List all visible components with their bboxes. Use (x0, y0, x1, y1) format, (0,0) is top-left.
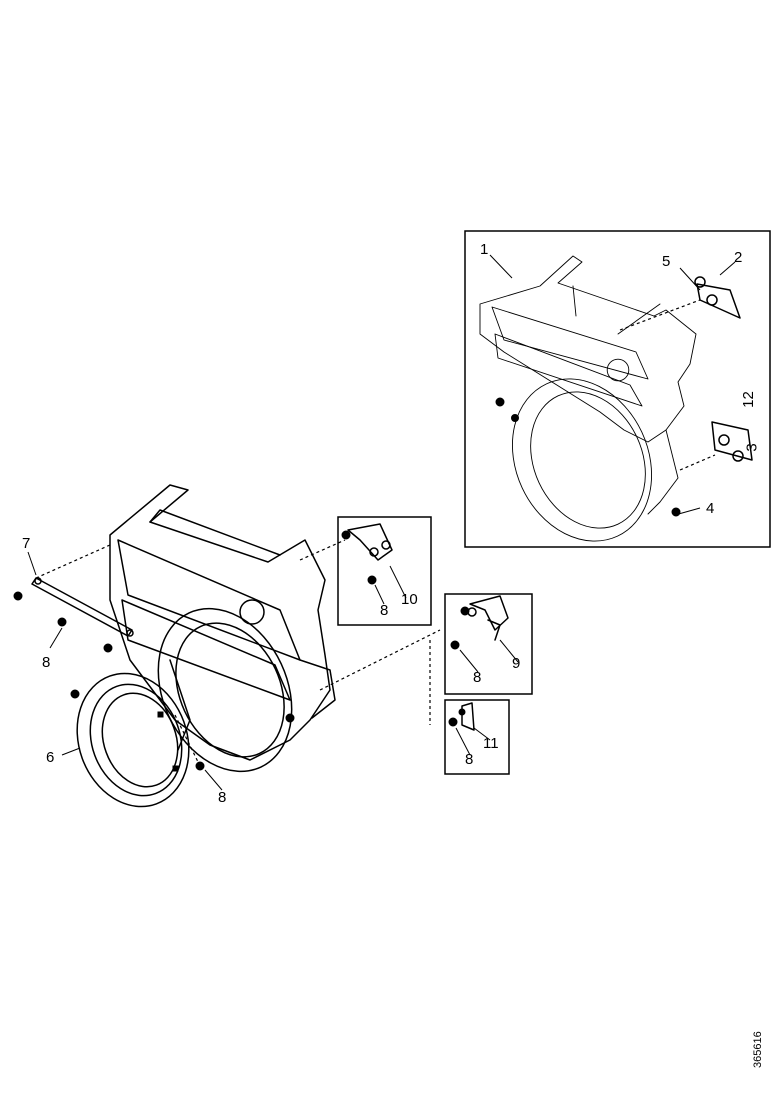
leader-10 (389, 565, 407, 599)
label-part-11: 11 (483, 735, 499, 752)
leader-6 (61, 747, 81, 756)
screw (103, 643, 113, 653)
dashed-line (319, 629, 441, 691)
leader-8a (49, 627, 63, 649)
inset-leader-1 (489, 254, 513, 279)
part-6-ring (76, 672, 190, 808)
leader-8d (459, 649, 479, 673)
label-part-8: 8 (218, 789, 227, 806)
screw (70, 689, 80, 699)
detail-box-9 (444, 593, 533, 695)
screw (285, 713, 295, 723)
label-part-2: 2 (734, 249, 743, 266)
inset-leader-2 (719, 261, 736, 276)
inset-frame (464, 230, 771, 548)
screw (57, 617, 67, 627)
label-part-6: 6 (46, 749, 55, 766)
document-number: 365616 (752, 1031, 764, 1068)
label-part-12: 12 (739, 391, 757, 408)
inset-shroud (479, 255, 697, 542)
inset-dashed-upper (619, 299, 701, 331)
main-shroud (109, 484, 336, 773)
label-part-8: 8 (465, 751, 474, 768)
label-part-1: 1 (480, 241, 489, 258)
label-part-7: 7 (22, 535, 31, 552)
screw (13, 591, 23, 601)
label-part-8: 8 (380, 602, 389, 619)
leader-8c (374, 584, 385, 605)
detail-box-11 (444, 699, 510, 775)
bracket-11 (448, 702, 475, 731)
label-part-3: 3 (743, 443, 761, 452)
leader-9 (499, 639, 519, 663)
leader-8b (204, 769, 223, 791)
label-part-8: 8 (42, 654, 51, 671)
dashed-line (299, 539, 346, 561)
inset-bracket-lower (711, 421, 753, 461)
dashed-line (174, 714, 201, 767)
leader-8e (455, 727, 471, 756)
bracket-10 (341, 523, 393, 585)
label-part-10: 10 (401, 591, 418, 608)
detail-box-10 (337, 516, 432, 626)
label-part-5: 5 (662, 253, 671, 270)
label-part-9: 9 (512, 655, 521, 672)
leader-7 (27, 551, 37, 576)
inset-dashed-lower (679, 454, 716, 471)
inset-bracket-upper (696, 283, 741, 319)
label-part-4: 4 (706, 500, 715, 517)
bracket-9 (450, 595, 509, 650)
leader-11 (473, 727, 491, 741)
dashed-line (35, 544, 111, 579)
part-7-strip (31, 577, 134, 637)
label-part-8: 8 (473, 669, 482, 686)
